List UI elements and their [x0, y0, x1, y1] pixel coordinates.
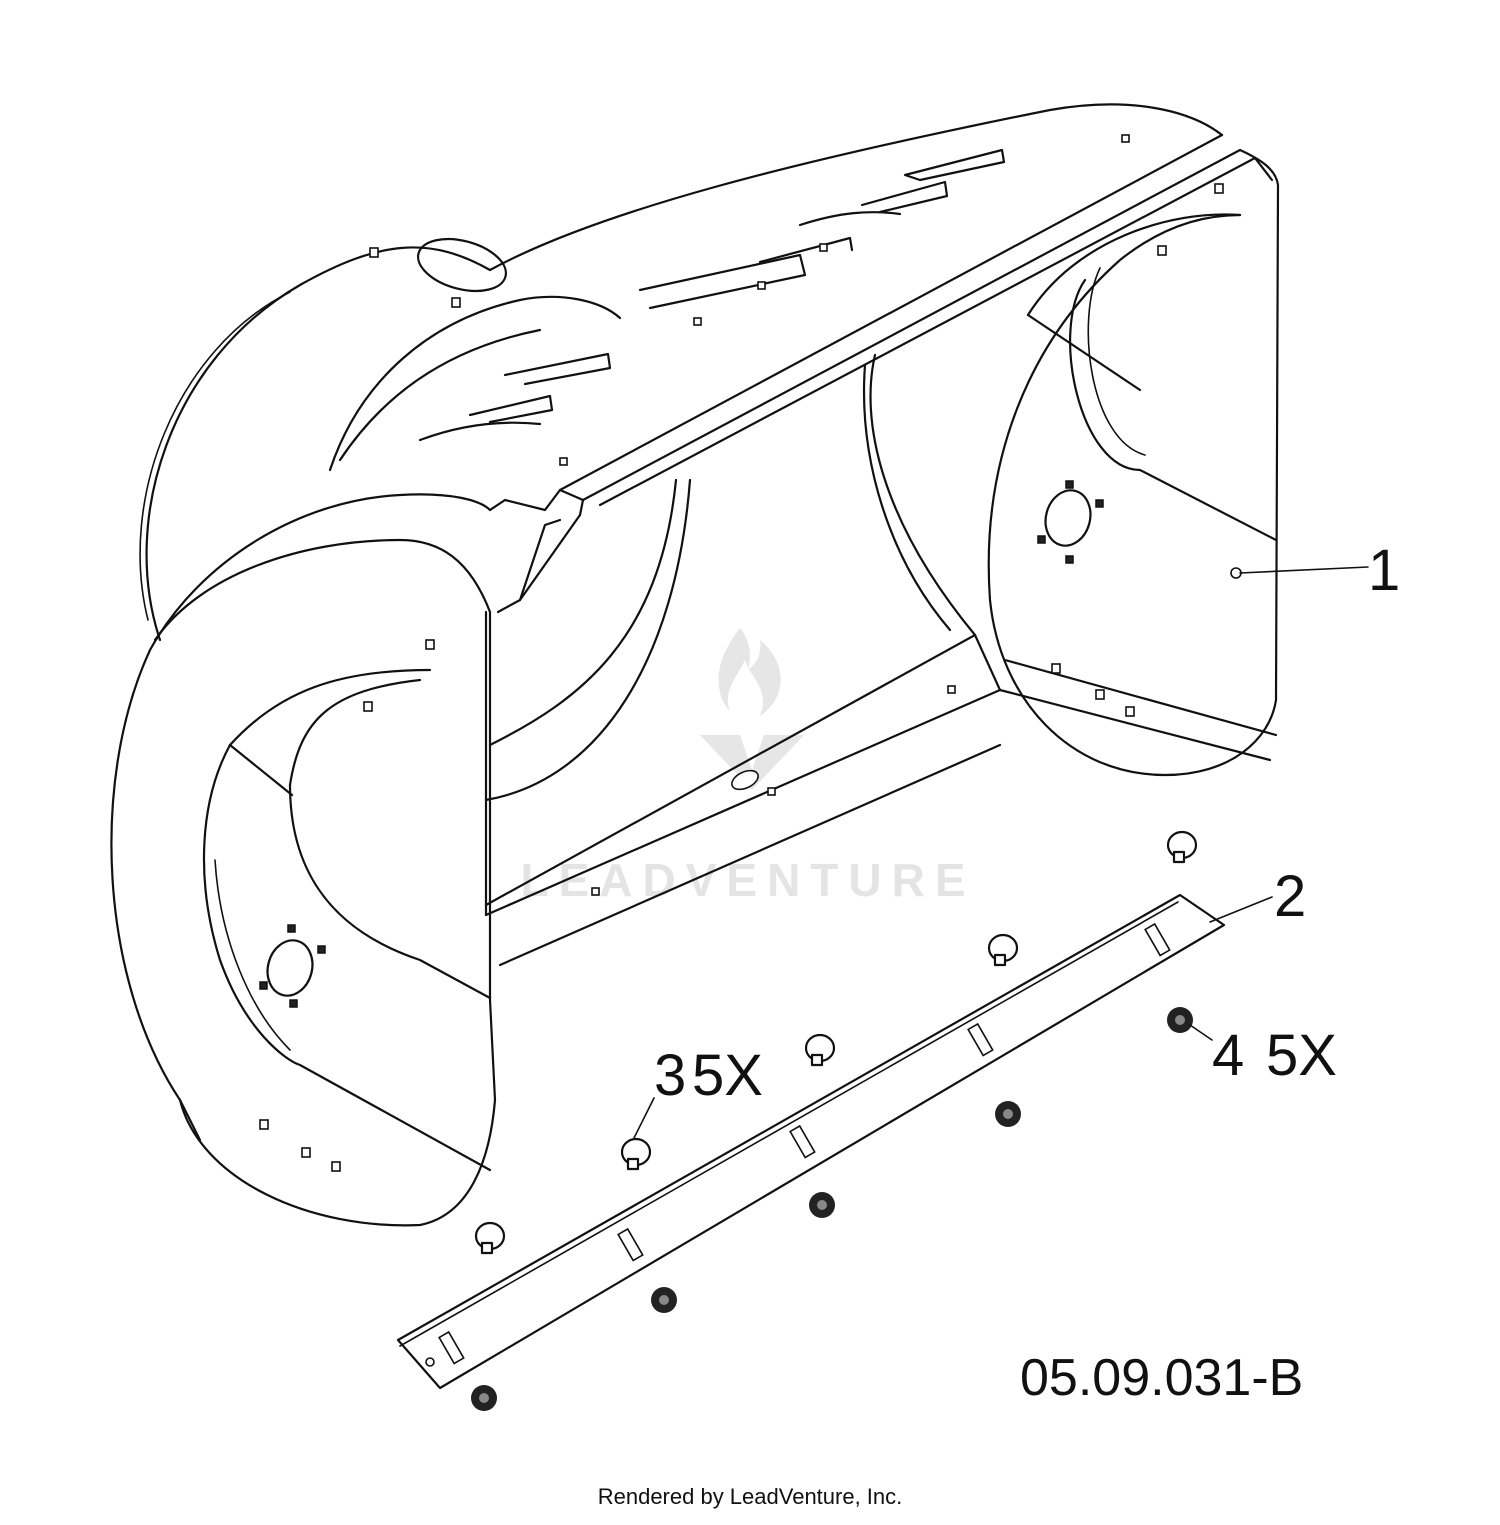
callout-1: 1 — [1239, 538, 1400, 603]
callout-3: 3 5X — [633, 1043, 763, 1139]
watermark-flame-icon — [718, 628, 781, 716]
callout-2: 2 — [1209, 864, 1306, 929]
carriage-bolt — [1166, 830, 1198, 864]
hex-nut — [471, 1385, 497, 1411]
hex-nut — [995, 1101, 1021, 1127]
callout-4: 4 5X — [1189, 1023, 1337, 1088]
carriage-bolt — [474, 1221, 506, 1255]
carriage-bolt — [620, 1137, 652, 1171]
hex-nuts — [471, 1007, 1193, 1411]
leader-line — [1239, 566, 1369, 574]
callout-qty: 5X — [1266, 1023, 1337, 1088]
callout-label: 3 — [654, 1043, 686, 1108]
shave-plate-slots — [425, 922, 1171, 1367]
leader-line — [633, 1097, 655, 1139]
housing-right-side-plate — [987, 148, 1280, 777]
hex-nut — [651, 1287, 677, 1313]
housing-rear-left-drum — [139, 237, 622, 642]
housing-left-side-plate — [110, 488, 585, 1227]
callout-label: 4 — [1212, 1023, 1244, 1088]
hex-nut — [809, 1192, 835, 1218]
callout-label: 2 — [1274, 864, 1306, 929]
carriage-bolt — [987, 933, 1019, 967]
housing-top-panel — [418, 103, 1274, 507]
housing-back-wall — [484, 353, 1002, 967]
shave-plate — [396, 893, 1226, 1390]
watermark-chevron-icon — [700, 735, 804, 790]
carriage-bolts — [474, 830, 1198, 1255]
figure-id: 05.09.031-B — [1020, 1349, 1303, 1407]
leader-line — [1189, 1024, 1213, 1041]
hex-nut — [1167, 1007, 1193, 1033]
callout-qty: 5X — [692, 1043, 763, 1108]
callout-label: 1 — [1368, 538, 1400, 603]
carriage-bolt — [804, 1033, 836, 1067]
render-credit: Rendered by LeadVenture, Inc. — [598, 1484, 903, 1509]
leader-line — [1209, 896, 1273, 923]
watermark-text: LEADVENTURE — [520, 854, 975, 906]
watermark: LEADVENTURE — [520, 628, 975, 906]
